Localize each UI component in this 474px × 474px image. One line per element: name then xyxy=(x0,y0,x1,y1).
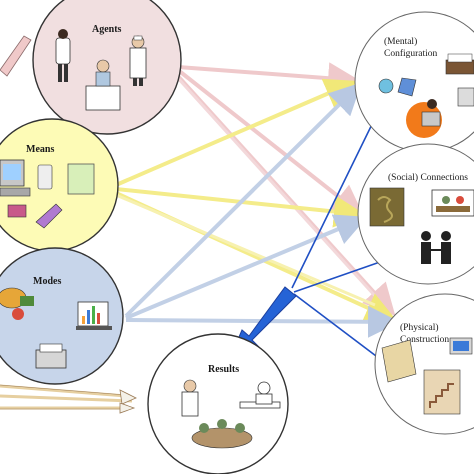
idea-icon xyxy=(378,77,417,97)
connectors xyxy=(0,35,400,414)
arrow-agents-to-physical-2 xyxy=(174,74,377,298)
printer-icon xyxy=(35,343,67,369)
arrow-agents-to-social xyxy=(176,68,365,217)
arrow-means-to-social xyxy=(115,187,366,228)
agents-label: Agents xyxy=(92,24,122,35)
bottom-arrow-2 xyxy=(0,394,133,403)
user-at-computer-icon xyxy=(406,87,474,138)
arrow-modes-to-mental xyxy=(124,82,362,318)
results-node[interactable]: Results xyxy=(147,333,289,474)
puzzle-icon xyxy=(369,187,405,227)
social-node[interactable]: (Social) Connections xyxy=(357,143,474,285)
arrow-means-to-mental xyxy=(115,78,358,187)
means-label: Means xyxy=(26,144,54,155)
folder-icon xyxy=(381,339,417,383)
bookshelf-icon xyxy=(445,53,474,75)
arrow-modes-to-physical xyxy=(125,305,400,338)
student-icon xyxy=(85,59,121,111)
agents-node[interactable]: Agents xyxy=(32,0,182,135)
mental-node[interactable]: (Mental) Configuration xyxy=(354,11,474,153)
meeting-icon xyxy=(431,189,474,217)
document-icon xyxy=(67,163,95,195)
arrow-social-to-physical xyxy=(293,261,381,293)
arrow-mental-to-center xyxy=(291,111,379,289)
physical-label-line1: (Physical) xyxy=(400,322,439,333)
desktop-icon xyxy=(449,337,473,355)
physical-node[interactable]: (Physical) Construction xyxy=(374,293,474,435)
desk-worker-icon xyxy=(239,381,281,409)
handshake-icon xyxy=(421,231,451,264)
modes-label: Modes xyxy=(33,276,61,287)
physical-label-line2: Construction xyxy=(400,335,449,345)
nurse-icon xyxy=(129,35,147,86)
palette-icon xyxy=(0,287,34,320)
bottom-arrow-1 xyxy=(0,384,127,398)
results-label: Results xyxy=(208,364,239,375)
social-label-line1: (Social) Connections xyxy=(388,172,468,183)
arrow-agents-to-mental xyxy=(177,62,360,95)
doctor-icon xyxy=(181,379,199,417)
tools-icon xyxy=(7,164,63,229)
pencil-icon xyxy=(0,35,32,77)
team-icon xyxy=(191,419,253,449)
computer-icon xyxy=(0,159,31,197)
means-node[interactable]: Means xyxy=(0,118,119,252)
arrow-means-to-physical-2 xyxy=(115,193,376,307)
staircase-icon xyxy=(423,369,461,415)
people-icon xyxy=(55,29,71,82)
mental-label-line2: Configuration xyxy=(384,48,438,59)
mental-label-line1: (Mental) xyxy=(384,36,417,47)
chart-icon xyxy=(76,301,112,330)
modes-node[interactable]: Modes xyxy=(0,247,124,385)
arrow-modes-to-social xyxy=(125,214,368,320)
